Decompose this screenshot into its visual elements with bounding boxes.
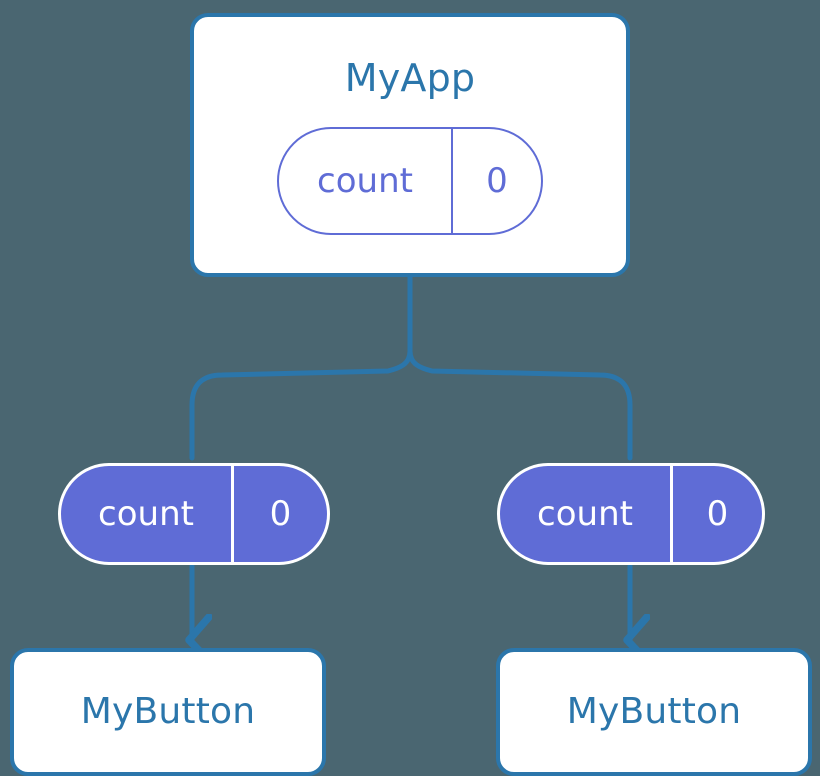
state-pill-myapp-key: count — [279, 129, 453, 233]
component-mybutton-right[interactable]: MyButton — [496, 648, 812, 776]
connector-branch-right-drop — [407, 348, 633, 461]
component-mybutton-left-title: MyButton — [80, 691, 256, 732]
state-pill-mybutton-left[interactable]: count 0 — [58, 463, 330, 565]
state-pill-mybutton-left-value: 0 — [269, 494, 292, 534]
state-pill-myapp-value: 0 — [486, 161, 508, 201]
connector-branch-left-drop — [189, 348, 413, 461]
component-mybutton-left[interactable]: MyButton — [10, 648, 326, 776]
state-pill-mybutton-right-value: 0 — [706, 494, 729, 534]
state-pill-myapp[interactable]: count 0 — [277, 127, 543, 235]
state-pill-mybutton-right[interactable]: count 0 — [497, 463, 765, 565]
state-pill-mybutton-right-key: count — [500, 466, 673, 562]
state-pill-mybutton-left-key: count — [61, 466, 234, 562]
component-myapp-title: MyApp — [344, 56, 476, 100]
component-mybutton-right-title: MyButton — [566, 691, 742, 732]
